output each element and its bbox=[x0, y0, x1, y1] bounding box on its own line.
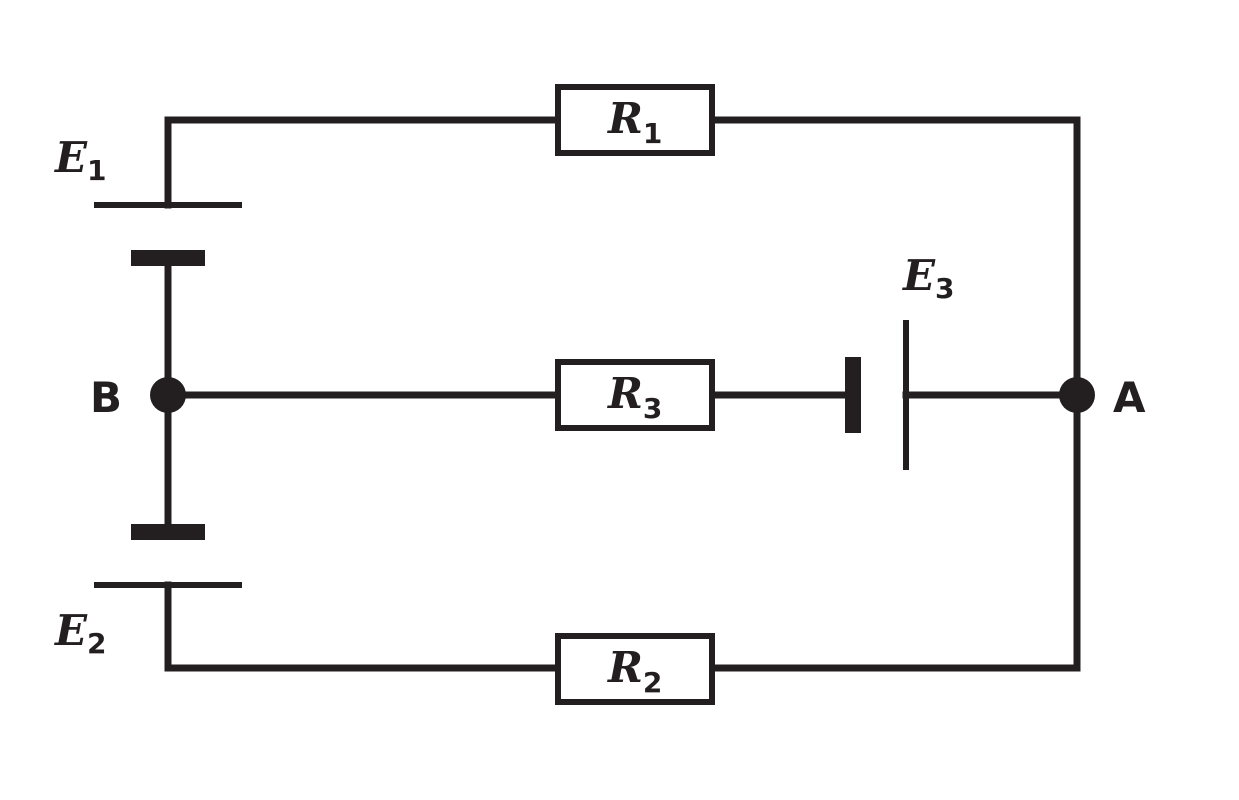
node-b-dot bbox=[150, 377, 186, 413]
resistor-r1 bbox=[555, 84, 715, 156]
node-a-dot bbox=[1059, 377, 1095, 413]
label-e1: E1 bbox=[54, 133, 107, 187]
battery-e1 bbox=[94, 202, 242, 266]
wire-bottom bbox=[164, 581, 562, 672]
label-r3: R3 bbox=[607, 369, 662, 425]
resistor-r3 bbox=[555, 359, 715, 431]
label-r2: R2 bbox=[607, 643, 662, 699]
battery-e3 bbox=[845, 320, 909, 470]
label-node-b: B bbox=[90, 373, 122, 422]
battery-e2 bbox=[94, 524, 242, 588]
wire-top bbox=[164, 116, 562, 209]
resistor-r2 bbox=[555, 633, 715, 705]
label-e3: E3 bbox=[902, 251, 955, 305]
label-r1: R1 bbox=[607, 94, 662, 150]
label-e2: E2 bbox=[54, 606, 107, 660]
label-node-a: A bbox=[1113, 373, 1146, 422]
